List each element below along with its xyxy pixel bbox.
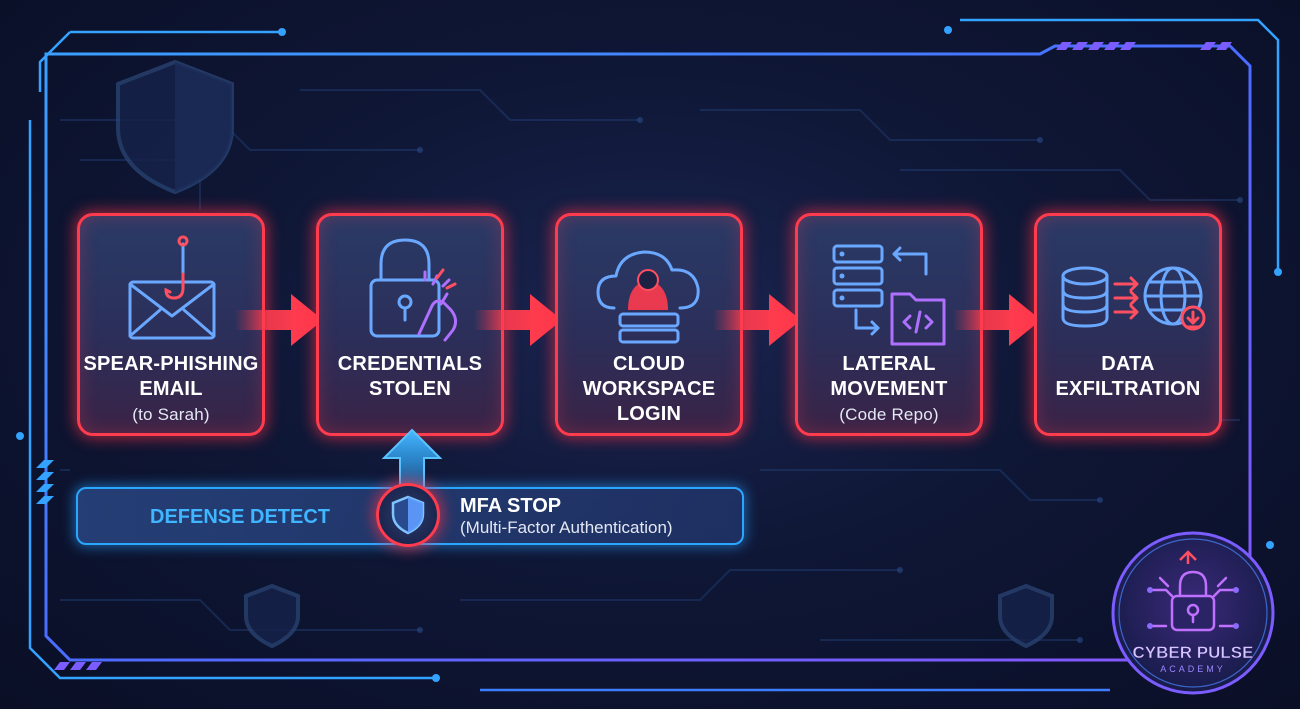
mfa-title: MFA STOP <box>460 495 562 517</box>
cloud-hacker-icon <box>596 250 700 344</box>
flow-arrow <box>953 294 1041 346</box>
logo-subname: ACADEMY <box>1160 664 1226 674</box>
stage-credentials-stolen: CREDENTIALS STOLEN <box>316 213 504 436</box>
stage-title-line2: STOLEN <box>369 378 451 400</box>
defense-detect-bar: DEFENSE DETECT MFA STOP (Multi-Factor Au… <box>76 483 744 547</box>
stage-title-line1: SPEAR-PHISHING <box>83 353 259 375</box>
padlock-circuit-icon <box>1148 570 1238 632</box>
stage-title-line1: CLOUD <box>612 353 686 375</box>
mfa-badge <box>376 483 440 547</box>
server-code-folder-icon <box>832 244 946 346</box>
stage-title-line2: EXFILTRATION <box>1055 378 1201 400</box>
stage-title-line1: DATA <box>1101 353 1155 375</box>
phishing-email-icon <box>128 235 216 340</box>
defense-label: DEFENSE DETECT <box>150 506 331 528</box>
stage-title-line2: EMAIL <box>139 378 203 400</box>
database-globe-icon <box>1061 266 1206 331</box>
stage-subtitle: (Code Repo) <box>839 405 939 424</box>
cyber-pulse-academy-logo: CYBER PULSE ACADEMY <box>1111 531 1275 695</box>
stage-title-line3: LOGIN <box>616 403 682 425</box>
stage-title-line2: MOVEMENT <box>830 378 948 400</box>
flow-arrow <box>713 294 801 346</box>
stage-subtitle: (to Sarah) <box>132 405 210 424</box>
mfa-subtitle: (Multi-Factor Authentication) <box>460 518 673 537</box>
flow-arrow <box>474 294 562 346</box>
stage-title-line2: WORKSPACE <box>582 378 716 400</box>
stage-spear-phishing: SPEAR-PHISHING EMAIL (to Sarah) <box>77 213 265 436</box>
stage-data-exfiltration: DATA EXFILTRATION <box>1034 213 1222 436</box>
stage-title-line1: CREDENTIALS <box>337 353 483 375</box>
padlock-hand-icon <box>369 238 458 342</box>
defense-up-arrow <box>381 428 443 492</box>
shield-icon <box>391 495 425 535</box>
stage-lateral-movement: LATERAL MOVEMENT (Code Repo) <box>795 213 983 436</box>
stage-title-line1: LATERAL <box>842 353 936 375</box>
stage-cloud-workspace-login: CLOUD WORKSPACE LOGIN <box>555 213 743 436</box>
flow-arrow <box>235 294 323 346</box>
logo-name: CYBER PULSE <box>1133 643 1254 662</box>
